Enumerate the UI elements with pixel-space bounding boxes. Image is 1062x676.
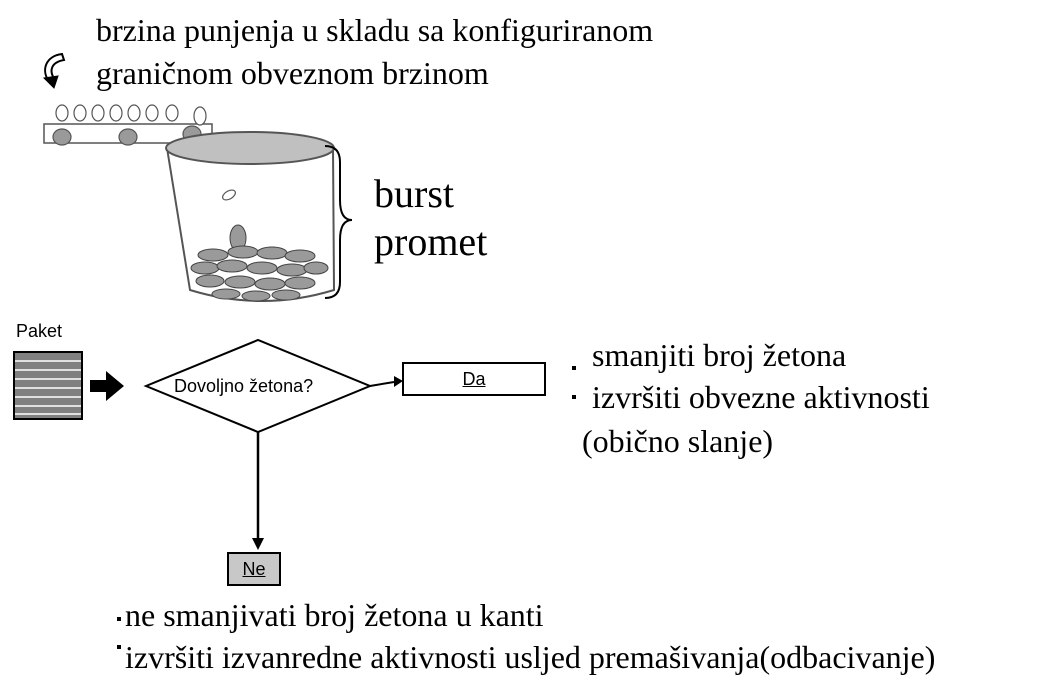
packet-label: Paket [16,321,63,341]
no-arrow [252,432,264,550]
burst-brace [324,145,353,299]
no-action-keep-tokens: ne smanjivati broj žetona u kanti [125,597,544,633]
yes-label: Da [462,369,486,389]
packet-icon [13,351,83,420]
bullet-marker [572,395,576,399]
burst-label-line2: promet [374,219,488,264]
bullet-marker [117,617,121,621]
no-action-exceed: izvršiti izvanredne aktivnosti usljed pr… [125,639,936,675]
yes-action-note: (obično slanje) [582,423,774,459]
token-conveyor [43,104,220,146]
curved-arrow-icon [42,52,66,89]
bullet-marker [117,645,121,649]
yes-action-conform: izvršiti obvezne aktivnosti [592,379,930,415]
no-box: Ne [227,552,281,586]
bucket-icon [165,131,336,302]
bullet-marker [572,366,576,370]
yes-action-decrement-tokens: smanjiti broj žetona [592,337,847,373]
refill-rate-caption-line1: brzina punjenja u skladu sa konfiguriran… [96,12,654,48]
yes-box: Da [402,362,546,396]
refill-rate-caption-line2: graničnom obveznom brzinom [96,55,489,91]
burst-label-line1: burst [374,171,454,216]
yes-arrow [369,376,403,387]
no-label: Ne [242,559,266,579]
packet-arrow-icon [90,371,124,401]
decision-label: Dovoljno žetona? [174,376,314,396]
